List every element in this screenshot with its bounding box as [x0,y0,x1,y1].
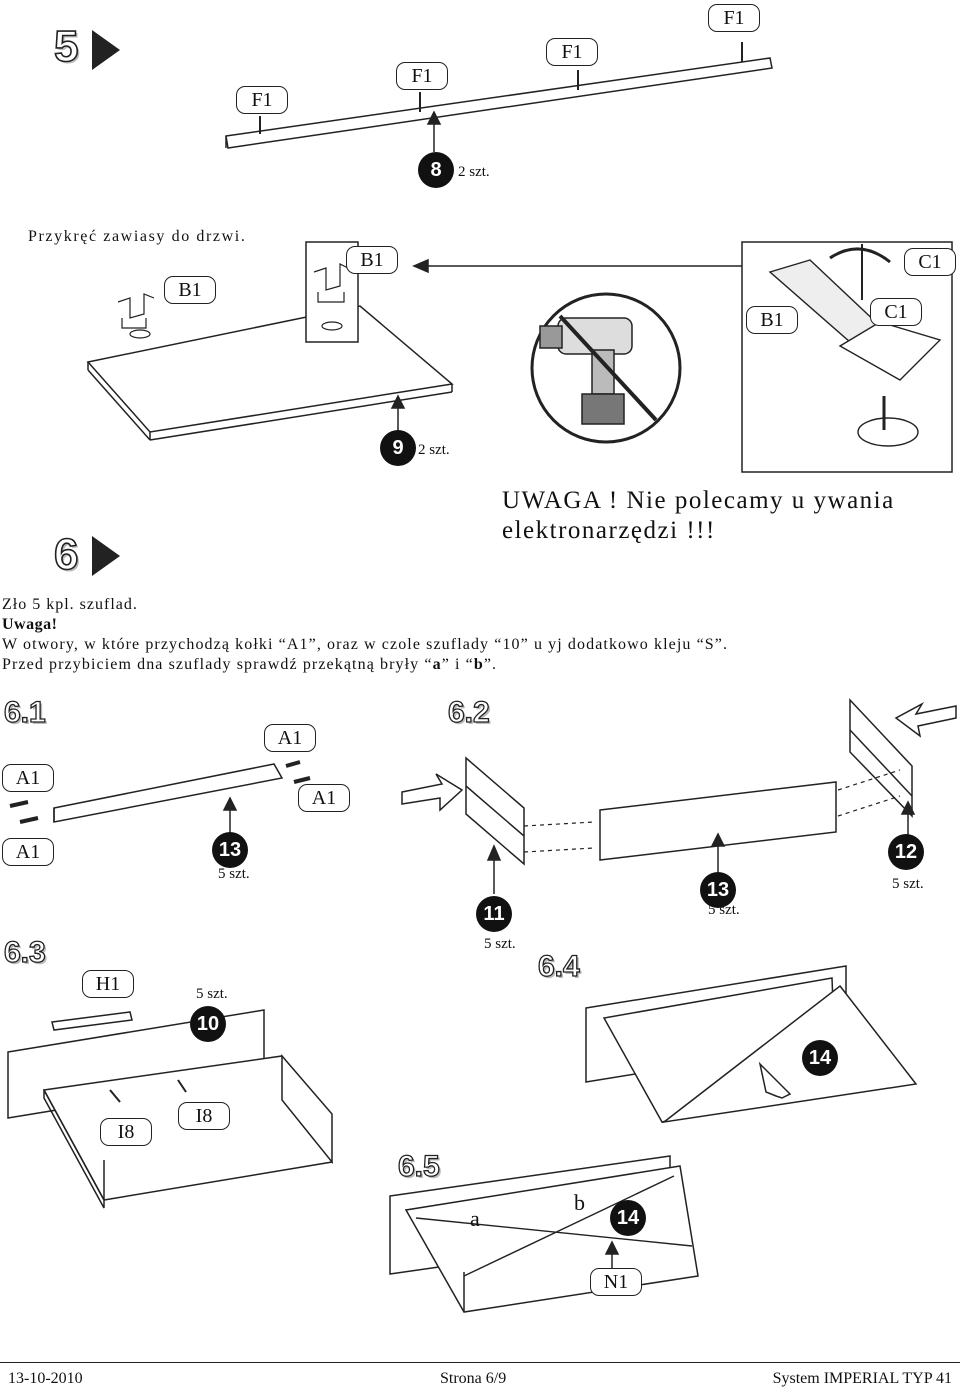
label-f1: F1 [546,38,598,66]
part-11-qty: 5 szt. [484,936,516,952]
part-10-badge: 10 [190,1006,226,1042]
drawer-63 [7,1009,334,1209]
label-f1: F1 [396,62,448,90]
label-b1: B1 [164,276,216,304]
part-11-badge: 11 [476,896,512,932]
part-12-qty: 5 szt. [892,876,924,892]
door-panel [86,305,454,441]
drawer-front-panel [599,781,837,861]
rail-screws [259,42,743,134]
step-5-number: 5 [53,21,79,72]
part-10-qty: 5 szt. [196,986,228,1002]
push-arrow-left [401,773,464,812]
footer-page: Strona 6/9 [440,1370,507,1387]
step-6-line-3: W otwory, w które przychodzą kołki “A1”,… [2,636,729,653]
substep-6-2: 6.2 [447,695,490,729]
part-13-qty: 5 szt. [708,902,740,918]
diagonals [415,1175,693,1277]
substep-6-4: 6.4 [537,949,580,983]
substep-6-5: 6.5 [397,1149,440,1183]
push-arrow-right [894,702,957,738]
label-a1: A1 [264,724,316,752]
part-12-badge: 12 [888,834,924,870]
dowels [9,760,311,824]
label-i8: I8 [178,1102,230,1130]
label-b1: B1 [746,306,798,334]
substep-6-1: 6.1 [3,695,46,729]
part-13-badge: 13 [700,872,736,908]
label-f1: F1 [236,86,288,114]
drawer-side-left [465,756,525,866]
footer-system: System IMPERIAL TYP 41 [772,1370,952,1387]
label-f1: F1 [708,4,760,32]
label-h1: H1 [82,970,134,998]
step-6-caution: Uwaga! [2,616,58,633]
drawer-side-right [849,698,913,818]
label-a1: A1 [298,784,350,812]
part-14-badge: 14 [610,1200,646,1236]
part-9-qty: 2 szt. [418,442,450,458]
substep-6-3: 6.3 [3,935,46,969]
diagonal-b-label: b [574,1190,585,1215]
footer-rule [0,1362,960,1393]
label-a1: A1 [2,764,54,792]
step-6-line-4: Przed przybiciem dna szuflady sprawdź pr… [2,656,498,673]
rail-board [225,57,773,149]
diagonal-a-label: a [470,1206,480,1231]
hinge-drawings [117,263,349,339]
warning-line-2: elektronarzędzi !!! [502,517,716,544]
part-9-badge: 9 [380,430,416,466]
part-13-qty: 5 szt. [218,866,250,882]
part-8-qty: 2 szt. [458,164,490,180]
drawer-back-board [53,763,284,823]
step-5-arrow-icon [92,30,120,70]
handle-h1 [51,1011,133,1031]
part-14-badge: 14 [802,1040,838,1076]
push-arrow-64 [758,1061,792,1099]
footer-date: 13-10-2010 [8,1370,83,1387]
hinge-detail [768,244,942,447]
label-c1: C1 [870,298,922,326]
label-a1: A1 [2,838,54,866]
label-c1: C1 [904,248,956,276]
no-drill-sign [530,292,682,444]
step-6-number: 6 [53,529,79,580]
part-13-badge: 13 [212,832,248,868]
label-i8: I8 [100,1118,152,1146]
step-6-arrow-icon [92,536,120,576]
label-n1: N1 [590,1268,642,1296]
step-6-line-1: Zło 5 kpl. szuflad. [2,596,138,613]
hinge-instruction: Przykręć zawiasy do drzwi. [28,228,247,245]
part-8-badge: 8 [418,152,454,188]
drawer-64 [585,965,918,1124]
warning-line-1: UWAGA ! Nie polecamy u ywania [502,487,895,514]
label-b1: B1 [346,246,398,274]
